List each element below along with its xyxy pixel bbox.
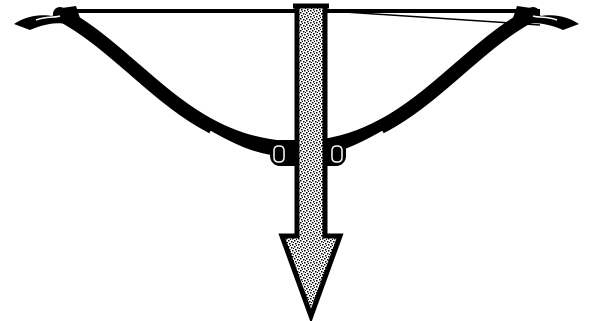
bow-left-limb <box>60 14 285 158</box>
bow-right-limb <box>308 14 533 158</box>
